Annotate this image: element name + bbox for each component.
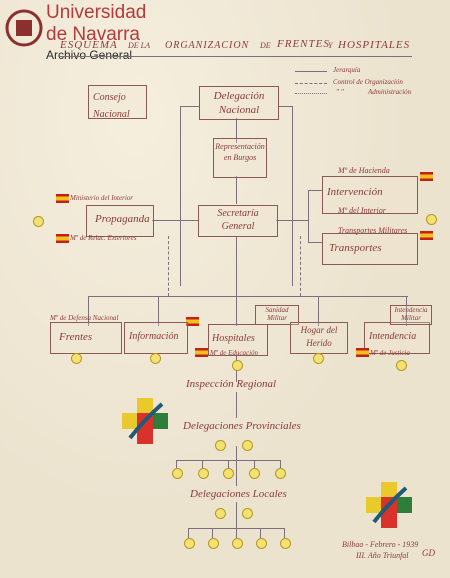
spanish-flag-icon bbox=[56, 194, 69, 203]
box-representacion: Representación en Burgos bbox=[213, 138, 267, 178]
circle-marker bbox=[223, 468, 234, 479]
label-educacion: Mº de Educación bbox=[210, 349, 259, 357]
seal-icon bbox=[5, 9, 43, 47]
spanish-flag-icon bbox=[420, 172, 433, 181]
legend-hierarchy: Jerarquía bbox=[333, 66, 361, 74]
box-informacion: Información bbox=[124, 322, 188, 354]
footer-place-date: Bilbao - Febrero - 1939 bbox=[342, 540, 419, 549]
circle-marker bbox=[71, 353, 82, 364]
box-secretaria-general: Secretaría General bbox=[198, 205, 278, 237]
spanish-flag-icon bbox=[186, 317, 199, 326]
archive-subtitle: Archivo General bbox=[46, 48, 133, 62]
spanish-flag-icon bbox=[420, 231, 433, 240]
circle-marker bbox=[172, 468, 183, 479]
circle-marker bbox=[215, 508, 226, 519]
circle-marker bbox=[280, 538, 291, 549]
footer-mark: GD bbox=[422, 548, 435, 558]
circle-marker bbox=[396, 360, 407, 371]
box-delegacion-nacional: Delegación Nacional bbox=[199, 86, 279, 120]
box-intervencion: Intervención bbox=[322, 176, 418, 214]
circle-marker bbox=[313, 353, 324, 364]
label-interior-right: Mº del Interior bbox=[338, 206, 386, 215]
legend-admin: Administración bbox=[368, 88, 412, 96]
label-inspeccion-regional: Inspección Regional bbox=[186, 378, 277, 390]
label-ministerio-interior: Ministerio del Interior bbox=[70, 194, 133, 202]
circle-marker bbox=[249, 468, 260, 479]
box-hospitales: Hospitales bbox=[208, 324, 268, 356]
archive-logo: Universidad de Navarra Archivo General bbox=[0, 0, 150, 70]
cross-emblem-icon bbox=[122, 398, 168, 444]
label-hacienda: Mº de Hacienda bbox=[338, 166, 390, 175]
circle-marker bbox=[184, 538, 195, 549]
circle-marker bbox=[242, 508, 253, 519]
box-intendencia-militar: Intendencia Militar bbox=[390, 305, 432, 325]
box-frentes: Frentes bbox=[50, 322, 122, 354]
label-transportes-militares: Transportes Militares bbox=[338, 226, 408, 235]
circle-marker bbox=[426, 214, 437, 225]
legend-control: Control de Organización bbox=[333, 78, 403, 86]
archive-name-1: Universidad bbox=[46, 2, 147, 23]
box-consejo-nacional: Consejo Nacional bbox=[88, 85, 147, 120]
spanish-flag-icon bbox=[195, 348, 208, 357]
box-transportes: Transportes bbox=[322, 233, 418, 265]
archive-name-2: de Navarra bbox=[46, 24, 140, 45]
box-propaganda: Propaganda bbox=[86, 205, 154, 237]
label-justicia: Mº de Justicia bbox=[370, 349, 410, 357]
label-relaciones-exteriores: Mº de Relac. Exteriores bbox=[70, 234, 137, 242]
circle-marker bbox=[208, 538, 219, 549]
label-delegaciones-locales: Delegaciones Locales bbox=[190, 488, 287, 500]
footer-year: III. Año Triunfal bbox=[356, 551, 409, 560]
circle-marker bbox=[256, 538, 267, 549]
box-intendencia: Intendencia bbox=[364, 322, 430, 354]
box-sanidad-militar: Sanidad Militar bbox=[255, 305, 299, 325]
legend-admin-prefix: " " bbox=[336, 88, 344, 96]
spanish-flag-icon bbox=[356, 348, 369, 357]
circle-marker bbox=[232, 538, 243, 549]
circle-marker bbox=[150, 353, 161, 364]
circle-marker bbox=[275, 468, 286, 479]
cross-emblem-icon bbox=[366, 482, 412, 528]
box-hogar-herido: Hogar del Herido bbox=[290, 322, 348, 354]
circle-marker bbox=[232, 360, 243, 371]
label-delegaciones-provinciales: Delegaciones Provinciales bbox=[183, 420, 301, 432]
circle-marker bbox=[242, 440, 253, 451]
circle-marker bbox=[33, 216, 44, 227]
spanish-flag-icon bbox=[56, 234, 69, 243]
circle-marker bbox=[215, 440, 226, 451]
circle-marker bbox=[198, 468, 209, 479]
label-defensa-nacional: Mº de Defensa Nacional bbox=[50, 314, 119, 322]
